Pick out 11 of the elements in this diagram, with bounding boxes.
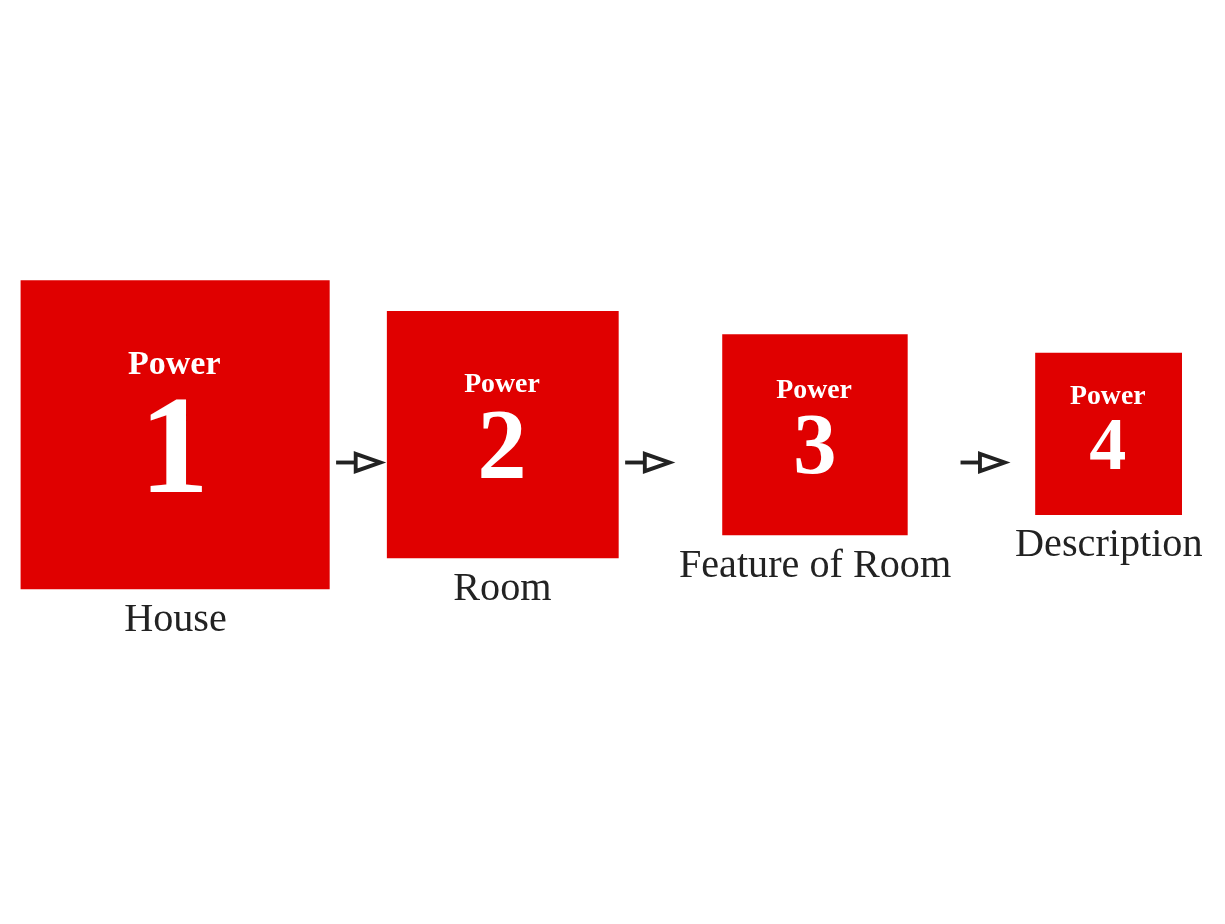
node-box: Power 4 bbox=[1035, 352, 1182, 515]
node-box: Power 1 bbox=[20, 279, 330, 589]
node-label: House bbox=[124, 594, 227, 640]
arrow bbox=[336, 450, 387, 474]
node-label: Feature of Room bbox=[678, 540, 952, 586]
node-box: Power 2 bbox=[386, 310, 619, 558]
arrow bbox=[960, 450, 1011, 474]
node-label: Description bbox=[1015, 519, 1203, 565]
node-box: Power 3 bbox=[722, 333, 908, 535]
node-label: Room bbox=[453, 563, 552, 609]
arrow bbox=[625, 450, 676, 474]
